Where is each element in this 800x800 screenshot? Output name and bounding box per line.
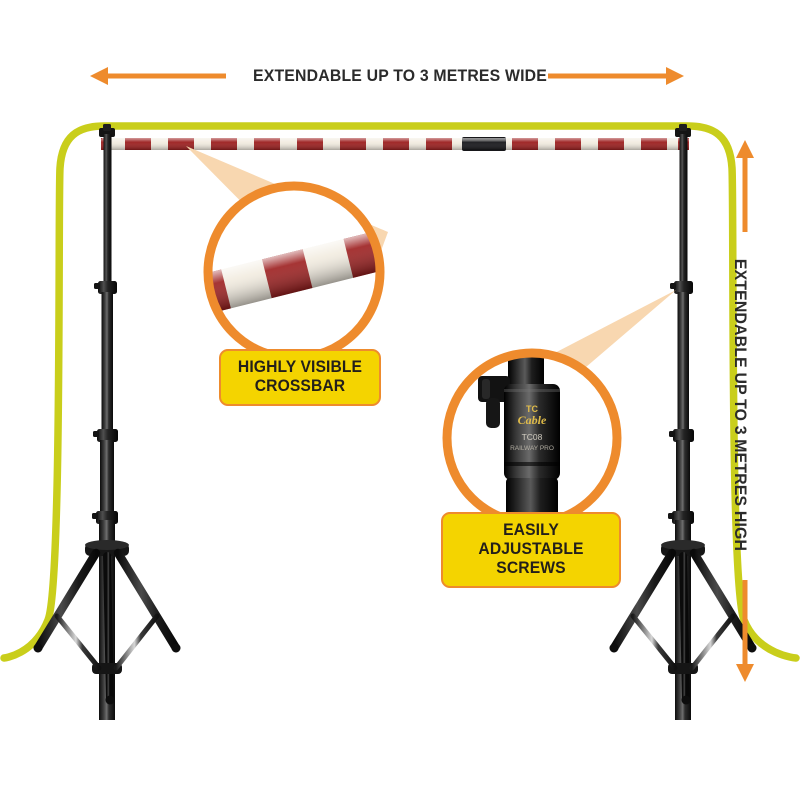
height-dimension-label: EXTENDABLE UP TO 3 METRES HIGH: [731, 258, 750, 552]
svg-text:RAILWAY PRO: RAILWAY PRO: [510, 445, 554, 452]
right-collar-mid: [669, 429, 694, 442]
right-stand: [609, 124, 757, 720]
callout-screws-line2: SCREWS: [496, 559, 566, 577]
magnified-screw-view: TC Cable TC08 RAILWAY PRO: [447, 353, 617, 523]
height-dimension-arrow: [736, 140, 754, 682]
left-collar-upper: [94, 281, 117, 294]
thumbscrew-handle: [478, 376, 510, 428]
arrow-down-icon: [736, 580, 754, 682]
callout-screws-group: TC Cable TC08 RAILWAY PRO: [442, 290, 676, 528]
callout-badge-screws[interactable]: EASILY ADJUSTABLE SCREWS: [441, 512, 621, 588]
height-dimension-label-wrapper: EXTENDABLE UP TO 3 METRES HIGH: [710, 225, 770, 585]
callout-crossbar-line1: HIGHLY VISIBLE: [237, 358, 363, 376]
svg-text:TC08: TC08: [522, 432, 543, 442]
left-stand: [33, 124, 181, 720]
svg-text:TC: TC: [526, 404, 538, 414]
striped-crossbar: [101, 137, 689, 151]
left-collar-mid: [93, 429, 118, 442]
svg-text:Cable: Cable: [518, 413, 547, 427]
callout-badge-crossbar[interactable]: HIGHLY VISIBLE CROSSBAR: [219, 349, 381, 406]
arrow-right-icon: [548, 67, 684, 85]
arrow-left-icon: [90, 67, 226, 85]
callout-screws-line1: EASILY ADJUSTABLE: [478, 521, 584, 558]
callout-crossbar-line2: CROSSBAR: [254, 377, 346, 395]
right-collar-upper: [670, 281, 693, 294]
magnified-crossbar-view: [208, 186, 380, 358]
width-dimension-arrow: [90, 67, 684, 85]
callout-crossbar-group: [186, 146, 388, 363]
brand-label: TC Cable TC08 RAILWAY PRO: [510, 404, 554, 452]
width-dimension-label: EXTENDABLE UP TO 3 METRES WIDE: [252, 66, 547, 85]
lime-swoosh-frame: [0, 122, 800, 662]
arrow-up-icon: [736, 140, 754, 232]
